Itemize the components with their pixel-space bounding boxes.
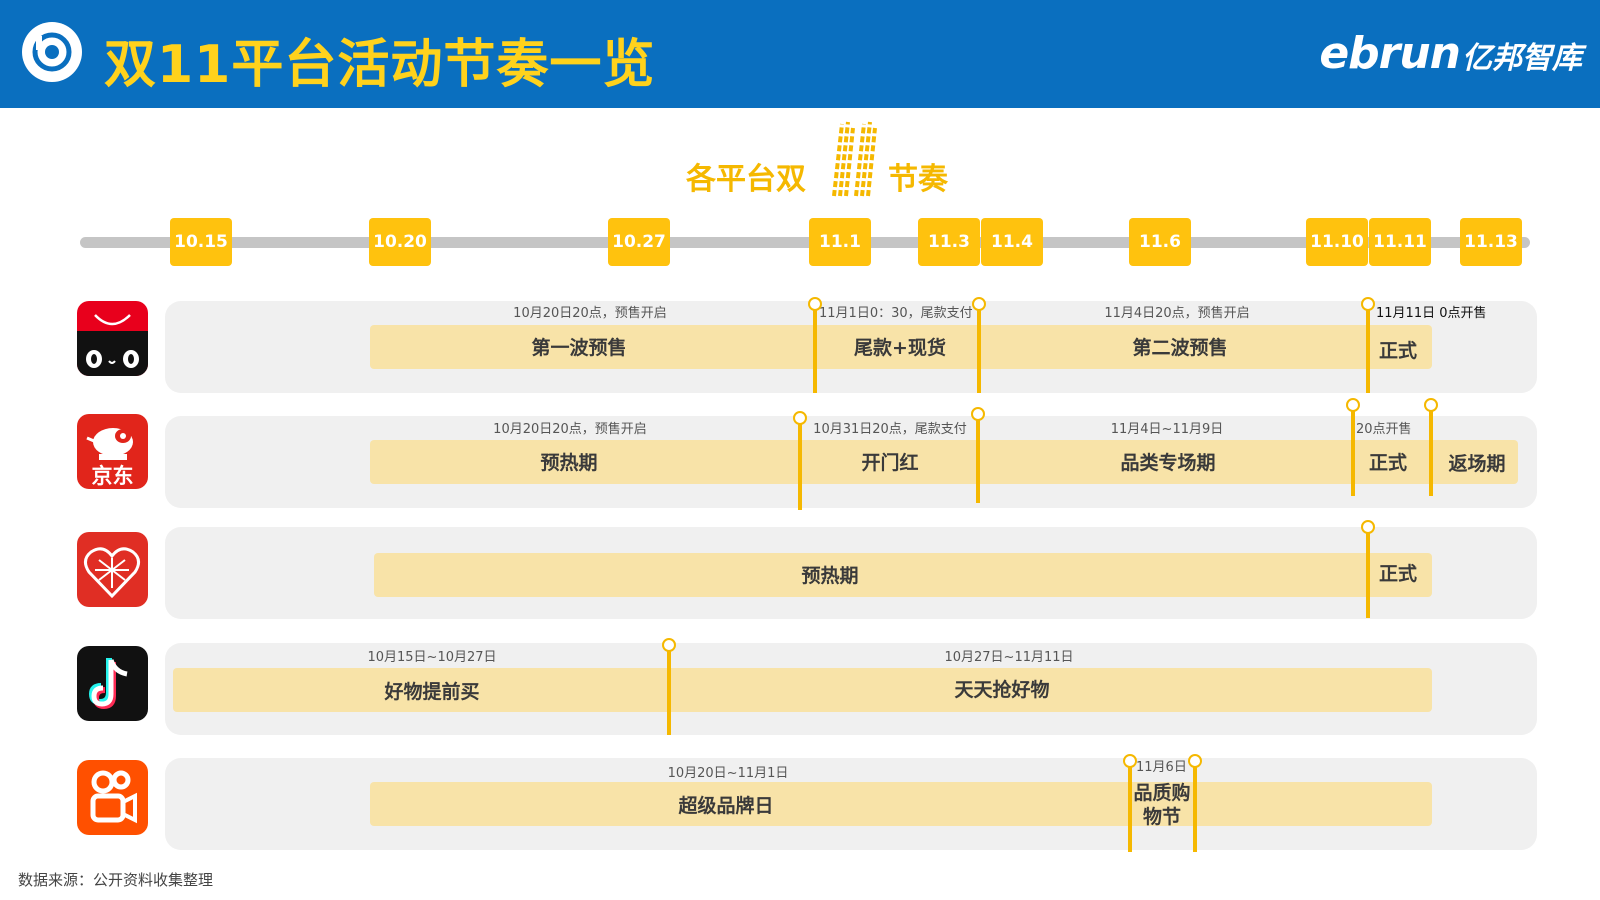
double-eleven-graphic	[832, 121, 877, 197]
phase-note: 11月11日 0点开售	[1376, 306, 1487, 321]
phase-note: 20点开售	[1356, 422, 1412, 437]
timeline-marker	[793, 411, 807, 510]
phase-note: 11月4日~11月9日	[1110, 422, 1224, 437]
header-banner: 双11平台活动节奏一览 ebrun亿邦智库	[0, 0, 1600, 108]
phase-note: 10月15日~10月27日	[367, 650, 497, 665]
phase-note: 11月1日0：30，尾款支付	[819, 306, 973, 321]
phase-note: 11月6日	[1136, 760, 1187, 775]
phase-label: 好物提前买	[384, 681, 480, 703]
phase-bar	[374, 553, 1432, 597]
date-label: 11.10	[1306, 218, 1368, 266]
timeline-marker	[1123, 754, 1137, 852]
timeline-marker	[1188, 754, 1202, 852]
phase-label: 正式	[1378, 340, 1418, 362]
subtitle-left: 各平台双	[686, 162, 806, 197]
date-label: 11.1	[809, 218, 871, 266]
timeline-axis	[80, 237, 1530, 248]
chart-subtitle: 各平台双 节奏	[0, 118, 1600, 208]
date-label: 11.3	[918, 218, 980, 266]
timeline-marker	[662, 638, 676, 735]
timeline-marker	[972, 297, 986, 393]
tmall-logo-icon	[77, 301, 148, 376]
timeline-marker	[1424, 398, 1438, 496]
phase-label: 品质购物节	[1133, 782, 1191, 828]
phase-note: 10月20日20点，预售开启	[493, 422, 647, 437]
brand-logo: ebrun亿邦智库	[1319, 28, 1582, 79]
phase-label: 天天抢好物	[954, 679, 1050, 701]
phase-label: 尾款+现货	[854, 337, 946, 359]
timeline-marker	[1346, 398, 1360, 496]
phase-note: 10月31日20点，尾款支付	[813, 422, 967, 437]
date-label: 10.20	[369, 218, 431, 266]
timeline-marker	[808, 297, 822, 393]
phase-label: 预热期	[801, 565, 859, 587]
phase-bar	[370, 440, 1518, 484]
date-label: 10.15	[170, 218, 232, 266]
ebrun-play-logo-icon	[22, 22, 82, 82]
phase-label: 开门红	[861, 452, 919, 474]
phase-bar	[173, 668, 1432, 712]
phase-label: 第二波预售	[1132, 337, 1228, 359]
timeline-marker	[1361, 297, 1375, 393]
data-source-note: 数据来源：公开资料收集整理	[18, 871, 214, 889]
date-label: 10.27	[608, 218, 670, 266]
phase-note: 11月4日20点，预售开启	[1104, 306, 1250, 321]
phase-label: 正式	[1378, 563, 1418, 585]
timeline-marker	[1361, 520, 1375, 618]
phase-label: 第一波预售	[531, 337, 627, 359]
jd-logo-icon: 京东	[77, 414, 148, 489]
phase-note: 10月20日20点，预售开启	[513, 306, 667, 321]
date-label: 11.11	[1369, 218, 1431, 266]
phase-note: 10月20日~11月1日	[667, 766, 789, 781]
phase-label: 预热期	[540, 452, 598, 474]
phase-bar	[370, 782, 1432, 826]
date-label: 11.13	[1460, 218, 1522, 266]
phase-note: 10月27日~11月11日	[944, 650, 1074, 665]
brand-cn: 亿邦智库	[1462, 41, 1582, 76]
phase-label: 超级品牌日	[678, 795, 774, 817]
brand-en: ebrun	[1319, 28, 1461, 79]
timeline-marker	[971, 407, 985, 503]
date-label: 11.4	[981, 218, 1043, 266]
phase-label: 正式	[1368, 452, 1408, 474]
pinduoduo-logo-icon	[77, 532, 148, 607]
douyin-logo-icon	[77, 646, 148, 721]
phase-bar	[370, 325, 1432, 369]
phase-label: 返场期	[1448, 453, 1506, 475]
kuaishou-logo-icon	[77, 760, 148, 835]
date-label: 11.6	[1129, 218, 1191, 266]
jd-logo-text: 京东	[91, 464, 134, 488]
page-title: 双11平台活动节奏一览	[104, 35, 656, 95]
subtitle-right: 节奏	[888, 162, 948, 197]
phase-label: 品类专场期	[1120, 452, 1216, 474]
